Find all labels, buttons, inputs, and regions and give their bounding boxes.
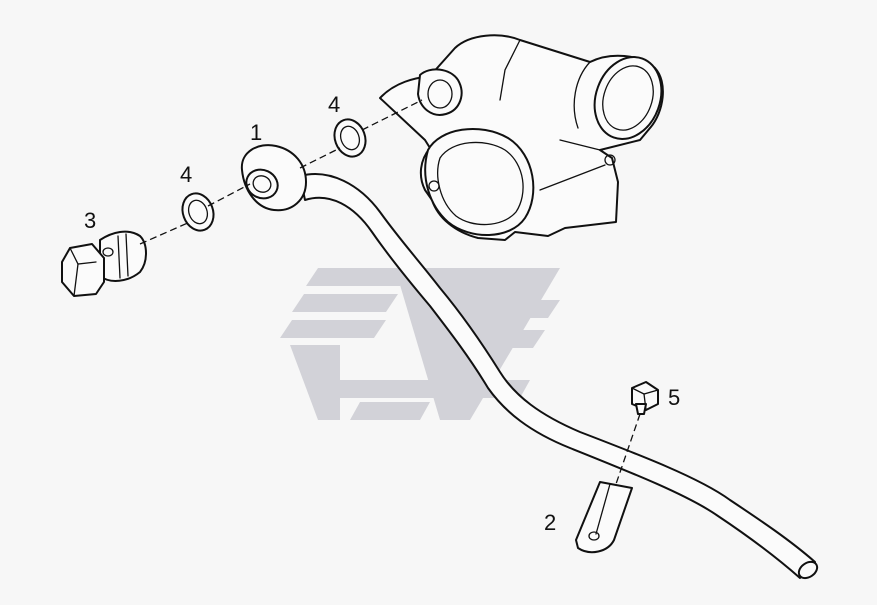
- callout-1: 1: [250, 120, 262, 145]
- banjo-bolt: [61, 230, 147, 297]
- coolant-housing: [379, 34, 664, 241]
- callout-3: 3: [84, 208, 96, 233]
- pipe-assembly: [240, 144, 819, 580]
- assembly-lines: [139, 99, 641, 485]
- washer-upper: [333, 118, 367, 158]
- clamp-bracket: [575, 481, 633, 554]
- clamp-bolt: [631, 381, 659, 415]
- callout-2: 2: [544, 510, 556, 535]
- callout-5: 5: [668, 385, 680, 410]
- washer-lower: [181, 192, 215, 232]
- callout-4-lower: 4: [180, 162, 192, 187]
- callout-4-upper: 4: [328, 92, 340, 117]
